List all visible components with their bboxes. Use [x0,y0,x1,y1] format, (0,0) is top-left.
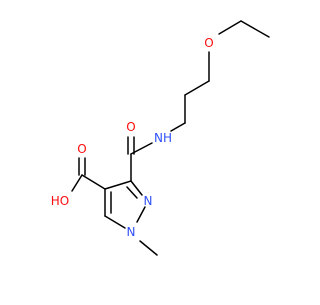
bond-ring-n1-n2 [136,206,146,223]
bond-ring-c5-n1 [104,215,126,229]
ring-n1-label: N [127,225,136,239]
bond-acid-c-oh [71,174,83,192]
structure-canvas: O O NH HO O N N [51,20,270,256]
bonds [71,20,270,256]
acid-oxygen-label: O [77,142,86,156]
atom-labels: O O NH HO O N N [51,36,214,239]
bond-ring-n2-c3-b [126,186,138,199]
bond-n1-methyl [139,240,158,256]
bond-ring-n2-c3-a [130,180,143,196]
acid-hydroxyl-label: HO [51,194,69,208]
bond-ethyl-ch2-o [218,20,242,35]
amide-oxygen-label: O [126,120,135,134]
bond-ring-c3-c4 [104,180,132,190]
bond-propyl-c3-c2 [184,80,210,96]
ether-oxygen-label: O [204,36,213,50]
ring-n2-label: N [144,194,153,208]
molecule-structure: O O NH HO O N N [51,20,270,256]
amide-nh-label: NH [154,131,172,145]
bond-propyl-c1-nh [170,122,186,132]
bond-ethyl-ch3-ch2 [240,20,270,38]
bond-ring-c4-acid-c [81,174,106,190]
